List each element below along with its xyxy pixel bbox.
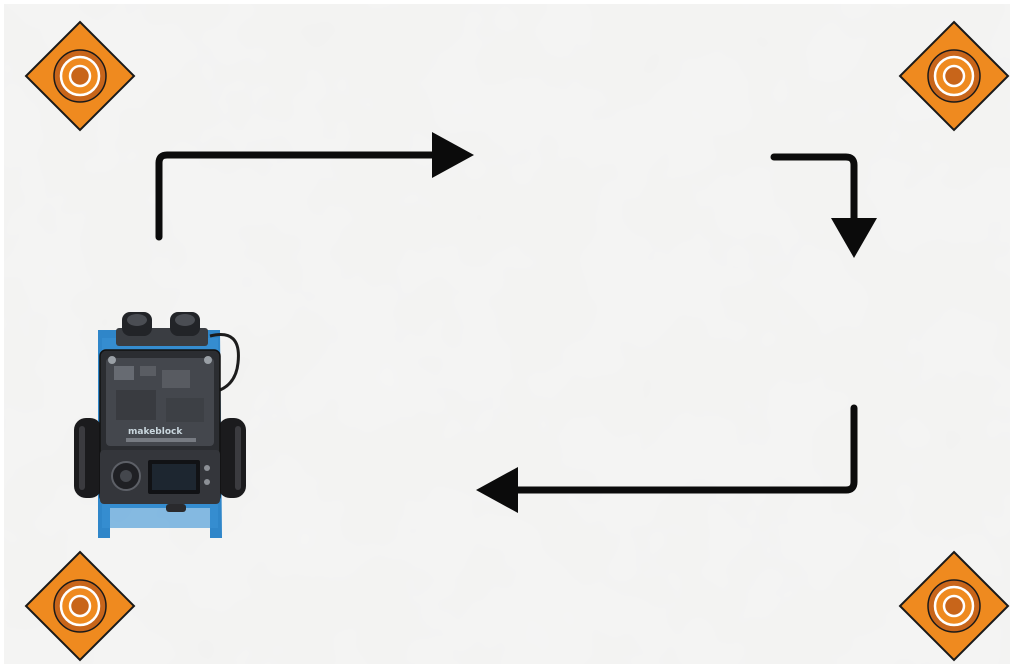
mbot-robot: makeblock bbox=[70, 308, 250, 548]
target-diamond-icon bbox=[898, 20, 1010, 132]
corner-marker-bottom-right bbox=[898, 550, 1010, 662]
target-diamond-icon bbox=[898, 550, 1010, 662]
corner-marker-top-left bbox=[24, 20, 136, 132]
corner-marker-bottom-left bbox=[24, 550, 136, 662]
target-diamond-icon bbox=[24, 20, 136, 132]
corner-marker-top-right bbox=[898, 20, 1010, 132]
robot-brand-label: makeblock bbox=[128, 427, 183, 437]
target-diamond-icon bbox=[24, 550, 136, 662]
mbot-robot-icon: makeblock bbox=[74, 312, 246, 538]
